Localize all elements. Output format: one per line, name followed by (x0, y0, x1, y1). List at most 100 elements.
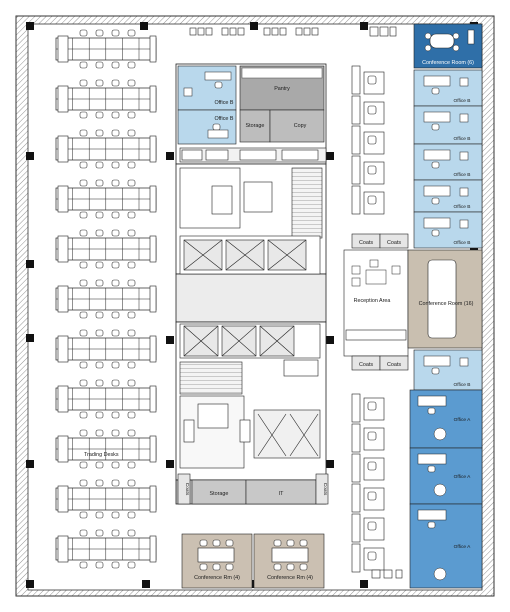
office-a-label: Office A (454, 417, 472, 423)
workstation (351, 125, 385, 155)
desk-chair (79, 229, 88, 237)
desk-chair (111, 129, 120, 137)
office-chair (431, 87, 440, 95)
desk-chair (95, 361, 104, 369)
conference-room-16: Conference Room (16) (407, 249, 483, 349)
desk-chair (79, 379, 88, 387)
workstation (351, 423, 385, 453)
desk-chair (95, 461, 104, 469)
column (26, 460, 34, 468)
trading-desk-block (55, 29, 157, 69)
office-b-label: Office B (454, 240, 471, 246)
desk-chair (95, 111, 104, 119)
desk-chair (95, 329, 104, 337)
trading-desk-block (55, 429, 157, 469)
office-b-label: Office B (454, 204, 471, 210)
desk-chair (111, 379, 120, 387)
desk-chair (95, 79, 104, 87)
desk-chair (79, 279, 88, 287)
desk-chair (111, 61, 120, 69)
column (166, 460, 174, 468)
office-chair (427, 407, 436, 415)
desk-chair (111, 561, 120, 569)
office-b-left-1: Office B (177, 65, 237, 111)
reception-area-label: Reception Area (354, 298, 391, 304)
column (360, 22, 368, 30)
desk-chair (111, 361, 120, 369)
desk-chair (111, 29, 120, 37)
desk-chair (95, 529, 104, 537)
storage-bottom-label: Storage (210, 491, 229, 497)
conference-rm-4-left: Conference Rm (4) (181, 533, 253, 589)
desk-chair (79, 461, 88, 469)
conference-room-16-label: Conference Room (16) (419, 301, 474, 307)
desk-chair (111, 279, 120, 287)
trading-desks-area (55, 29, 157, 569)
workstation (351, 483, 385, 513)
storage-top-label: Storage (246, 123, 265, 129)
desk-chair (111, 311, 120, 319)
column (326, 336, 334, 344)
desk-chair (95, 411, 104, 419)
workstation (351, 513, 385, 543)
desk-chair (127, 229, 136, 237)
office-chair (427, 465, 436, 473)
desk-chair (111, 111, 120, 119)
column (326, 152, 334, 160)
desk-chair (111, 161, 120, 169)
column (26, 334, 34, 342)
coats-top-2-label: Coats (387, 240, 401, 246)
desk-chair (95, 261, 104, 269)
desk-chair (127, 529, 136, 537)
office-b-left-2-label: Office B (214, 116, 233, 122)
office-b-room: Office B (413, 143, 483, 181)
desk-chair (111, 229, 120, 237)
coats-left-label: Coats (184, 483, 190, 496)
reception-area: Reception Area (343, 249, 409, 357)
desk-chair (79, 111, 88, 119)
desk-chair (95, 561, 104, 569)
desk-chair (79, 411, 88, 419)
storage-room-bottom: Storage (191, 479, 247, 505)
office-b-room: Office B (413, 105, 483, 145)
desk-chair (95, 511, 104, 519)
it-room: IT (245, 479, 317, 505)
desk-chair (127, 29, 136, 37)
it-label: IT (279, 491, 284, 497)
desk-chair (95, 279, 104, 287)
office-a-label: Office A (454, 544, 472, 550)
office-b-room: Office B (413, 69, 483, 107)
desk-chair (95, 161, 104, 169)
column (140, 22, 148, 30)
office-a-room: Office A (409, 503, 483, 589)
desk-chair (95, 29, 104, 37)
desk-chair (127, 479, 136, 487)
workstation (351, 95, 385, 125)
conference-room-6-label: Conference Room (6) (422, 60, 474, 66)
desk-chair (95, 311, 104, 319)
workstation (351, 393, 385, 423)
desk-chair (79, 511, 88, 519)
desk-chair (127, 179, 136, 187)
desk-chair (95, 479, 104, 487)
conference-rm-4-right: Conference Rm (4) (253, 533, 325, 589)
pantry-label: Pantry (274, 86, 290, 92)
desk-chair (111, 211, 120, 219)
desk-chair (95, 229, 104, 237)
office-a-room: Office A (409, 389, 483, 449)
column (360, 580, 368, 588)
desk-chair (127, 79, 136, 87)
desk-chair (127, 429, 136, 437)
bottom-right-fixtures (371, 569, 403, 579)
column (166, 152, 174, 160)
top-window-fixtures (189, 26, 397, 37)
column (166, 336, 174, 344)
column (26, 152, 34, 160)
office-b-room: Office B (413, 349, 483, 391)
column (26, 260, 34, 268)
office-chair (427, 521, 436, 529)
desk-chair (127, 211, 136, 219)
desk-chair (79, 561, 88, 569)
desk-chair (127, 279, 136, 287)
desk-chair (111, 529, 120, 537)
